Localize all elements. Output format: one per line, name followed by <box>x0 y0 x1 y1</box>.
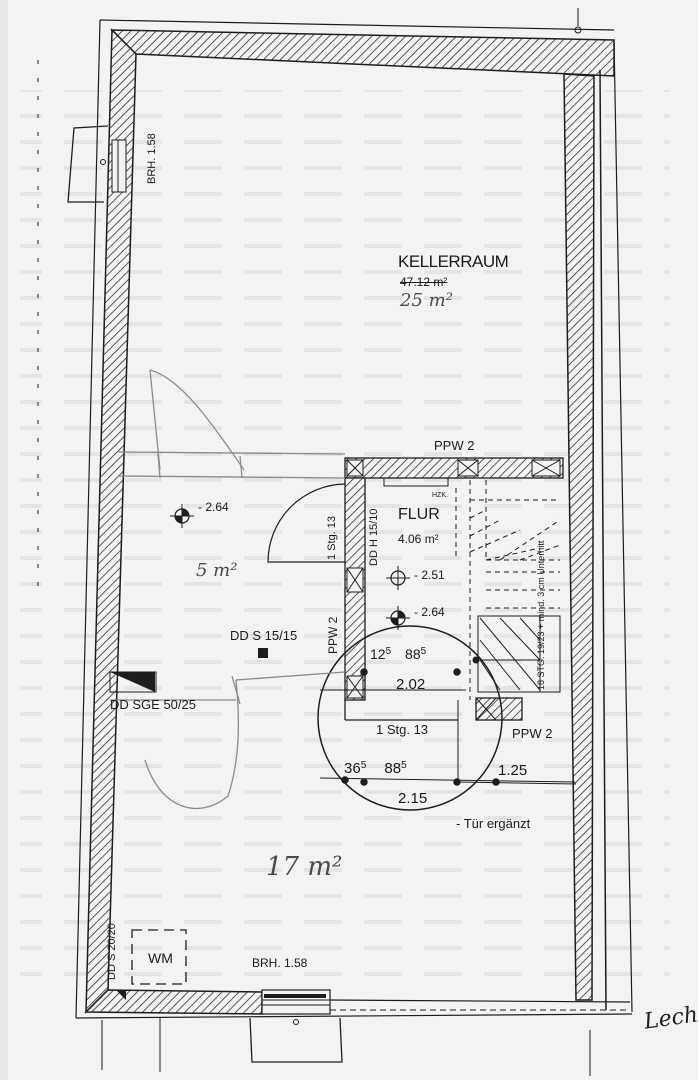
dim-125: 1.25 <box>498 762 528 779</box>
dim-opening-2-total: 2.15 <box>398 790 428 807</box>
left-window <box>67 125 127 203</box>
brh-bottom-label: BRH. 1.58 <box>252 956 308 970</box>
dim-opening-1-total: 2.02 <box>396 676 426 693</box>
pencil-sketch <box>110 369 346 810</box>
room-area-kellerraum: 47.12 m² <box>400 275 448 289</box>
door-swing-circle <box>317 625 576 811</box>
level-markers <box>109 504 410 1000</box>
dd-sge-label: DD SGE 50/25 <box>110 697 196 712</box>
dim-opening-1-b-sup: 5 <box>420 646 427 657</box>
handwritten-area-17: 17 m² <box>266 852 343 882</box>
ppw-label-left: PPW 2 <box>326 616 340 654</box>
dim-opening-1-a: 12 <box>370 646 386 662</box>
hzk-label: HZK. <box>432 492 448 499</box>
room-area-flur: 4.06 m² <box>398 532 439 546</box>
level-main-label: - 2.64 <box>198 500 229 514</box>
wm-label: WM <box>148 950 173 966</box>
tuer-note: - Tür ergänzt <box>456 816 531 831</box>
brh-window-sill <box>264 994 326 998</box>
dim-opening-2-a: 36 <box>344 760 361 777</box>
dd-s-label: DD S 15/15 <box>230 628 298 643</box>
margin-ticks <box>37 8 591 1076</box>
handwritten-area-kellerraum: 25 m² <box>400 290 453 311</box>
dd-s-corner-label: DD S 20/20 <box>106 923 118 980</box>
stg-vertical-label: 1 Stg. 13 <box>326 515 338 560</box>
dd-h-label: DD H 15/10 <box>368 508 380 566</box>
dim-opening-2-a-sup: 5 <box>360 760 367 771</box>
level-flur-label-2: - 2.64 <box>414 605 445 619</box>
level-flur-label-1: - 2.51 <box>414 568 445 582</box>
dim-opening-2-b: 88 <box>384 760 402 777</box>
room-name-flur: FLUR <box>398 506 440 523</box>
dim-opening-1-b: 88 <box>405 646 421 662</box>
ppw-label-right: PPW 2 <box>512 726 553 741</box>
room-name-kellerraum: KELLERRAUM <box>398 252 509 271</box>
stg-horizontal-label: 1 Stg. 13 <box>376 722 429 737</box>
stair-note: 18 STG. 19/23 + mind. 3 cm Unterhitt <box>536 540 546 690</box>
door-swing-flur <box>267 483 346 563</box>
dim-opening-1: 125 885 <box>370 646 426 662</box>
partition-walls <box>344 457 577 785</box>
dim-opening-2-b-sup: 5 <box>401 760 407 771</box>
dim-opening-1-a-sup: 5 <box>385 646 392 657</box>
brh-top-label: BRH. 1.58 <box>146 133 158 184</box>
wm-box <box>131 929 187 985</box>
dim-opening-2: 365 885 <box>344 760 407 777</box>
handwritten-area-5: 5 m² <box>196 560 238 581</box>
staircase <box>383 477 561 700</box>
ppw-label-top: PPW 2 <box>434 438 475 453</box>
